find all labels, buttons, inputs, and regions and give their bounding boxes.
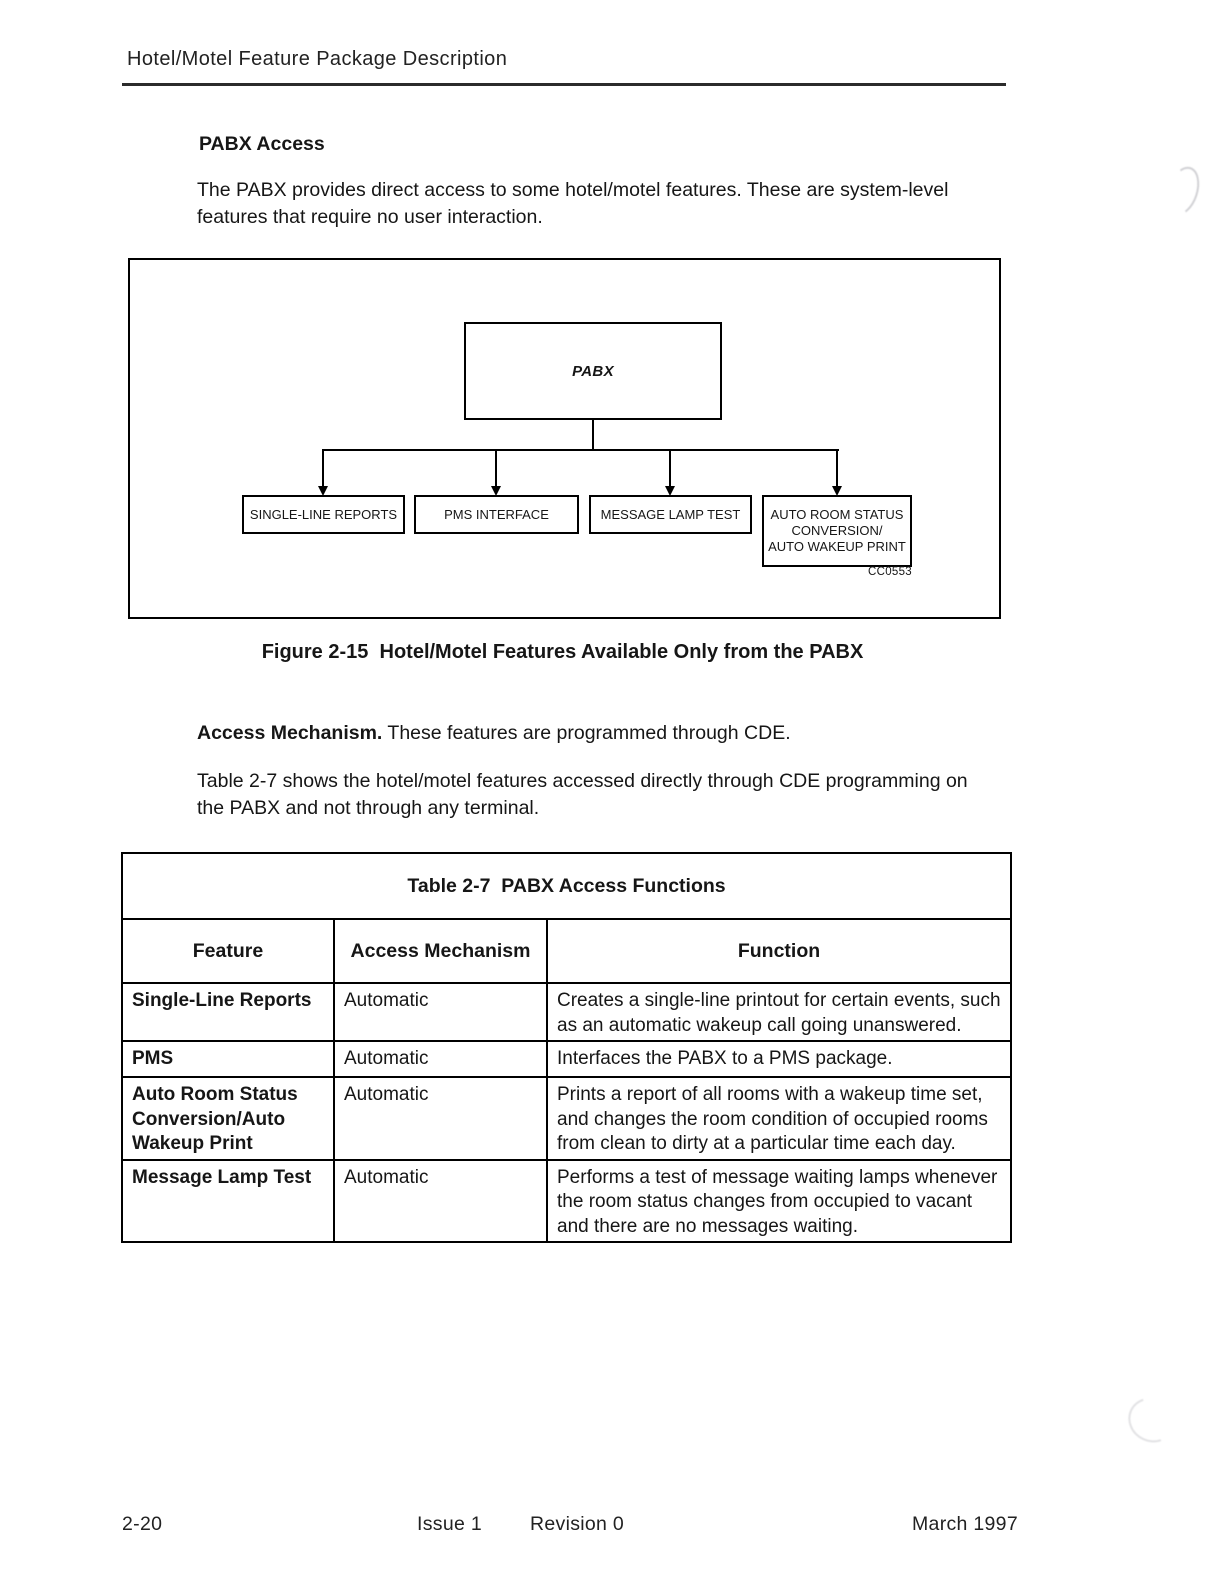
diagram-box-single-line-reports: SINGLE-LINE REPORTS <box>242 495 405 534</box>
scan-artifact <box>1120 1389 1184 1451</box>
connector-horizontal <box>323 449 839 451</box>
table-row: Auto Room Status Conversion/Auto Wakeup … <box>121 1076 1013 1161</box>
footer-page-number: 2-20 <box>122 1513 163 1535</box>
scan-artifact <box>1161 162 1205 220</box>
diagram-box-pabx: PABX <box>464 322 722 420</box>
table-title: Table 2-7 PABX Access Functions <box>120 852 1013 920</box>
access-mechanism-lead: Access Mechanism. <box>197 722 383 744</box>
arrow-down-icon <box>665 486 675 496</box>
diagram-box-message-lamp-test: MESSAGE LAMP TEST <box>589 495 752 534</box>
table-row: Message Lamp Test Automatic Performs a t… <box>121 1158 1013 1243</box>
column-header-feature: Feature <box>121 918 335 984</box>
footer-revision: Revision 0 <box>530 1513 625 1535</box>
running-header: Hotel/Motel Feature Package Description <box>127 48 508 70</box>
arrow-down-icon <box>832 486 842 496</box>
cell-access: Automatic <box>333 1158 548 1243</box>
table-note-paragraph: Table 2-7 shows the hotel/motel features… <box>197 770 968 819</box>
figure-caption: Figure 2-15 Hotel/Motel Features Availab… <box>261 641 864 663</box>
footer-date: March 1997 <box>912 1513 1018 1535</box>
access-mechanism-text: These features are programmed through CD… <box>382 722 791 744</box>
footer-issue: Issue 1 <box>417 1513 482 1535</box>
cell-access: Automatic <box>333 1076 548 1161</box>
access-mechanism-paragraph: Access Mechanism. These features are pro… <box>197 722 1017 745</box>
cell-access: Automatic <box>333 1040 548 1078</box>
cell-feature: Message Lamp Test <box>121 1158 335 1243</box>
cell-function: Performs a test of message waiting lamps… <box>545 1158 1013 1243</box>
connector-drop <box>836 449 838 487</box>
cell-function: Creates a single-line printout for certa… <box>545 982 1013 1042</box>
pabx-access-functions-table: Table 2-7 PABX Access Functions Feature … <box>120 852 1013 1243</box>
arrow-down-icon <box>318 486 328 496</box>
header-rule <box>122 83 1006 86</box>
cell-feature: PMS <box>121 1040 335 1078</box>
section-heading: PABX Access <box>199 133 325 155</box>
figure-code: CC0553 <box>868 566 912 578</box>
connector-drop <box>669 449 671 487</box>
diagram-box-auto-room-status: AUTO ROOM STATUS CONVERSION/ AUTO WAKEUP… <box>762 495 912 567</box>
diagram-box-pms-interface: PMS INTERFACE <box>414 495 579 534</box>
figure-frame: PABX SINGLE-LINE REPORTS PMS INTERFACE M… <box>128 258 1001 619</box>
page-footer: 2-20 Issue 1 Revision 0 March 1997 <box>0 1513 1224 1541</box>
arrow-down-icon <box>491 486 501 496</box>
connector-stem <box>592 420 594 449</box>
table-row: Single-Line Reports Automatic Creates a … <box>121 982 1013 1042</box>
column-header-access-mechanism: Access Mechanism <box>333 918 548 984</box>
cell-function: Prints a report of all rooms with a wake… <box>545 1076 1013 1161</box>
table-row: PMS Automatic Interfaces the PABX to a P… <box>121 1040 1013 1078</box>
intro-paragraph: The PABX provides direct access to some … <box>197 179 949 228</box>
cell-access: Automatic <box>333 982 548 1042</box>
cell-function: Interfaces the PABX to a PMS package. <box>545 1040 1013 1078</box>
column-header-function: Function <box>545 918 1013 984</box>
cell-feature: Auto Room Status Conversion/Auto Wakeup … <box>121 1076 335 1161</box>
connector-drop <box>322 449 324 487</box>
connector-drop <box>495 449 497 487</box>
cell-feature: Single-Line Reports <box>121 982 335 1042</box>
